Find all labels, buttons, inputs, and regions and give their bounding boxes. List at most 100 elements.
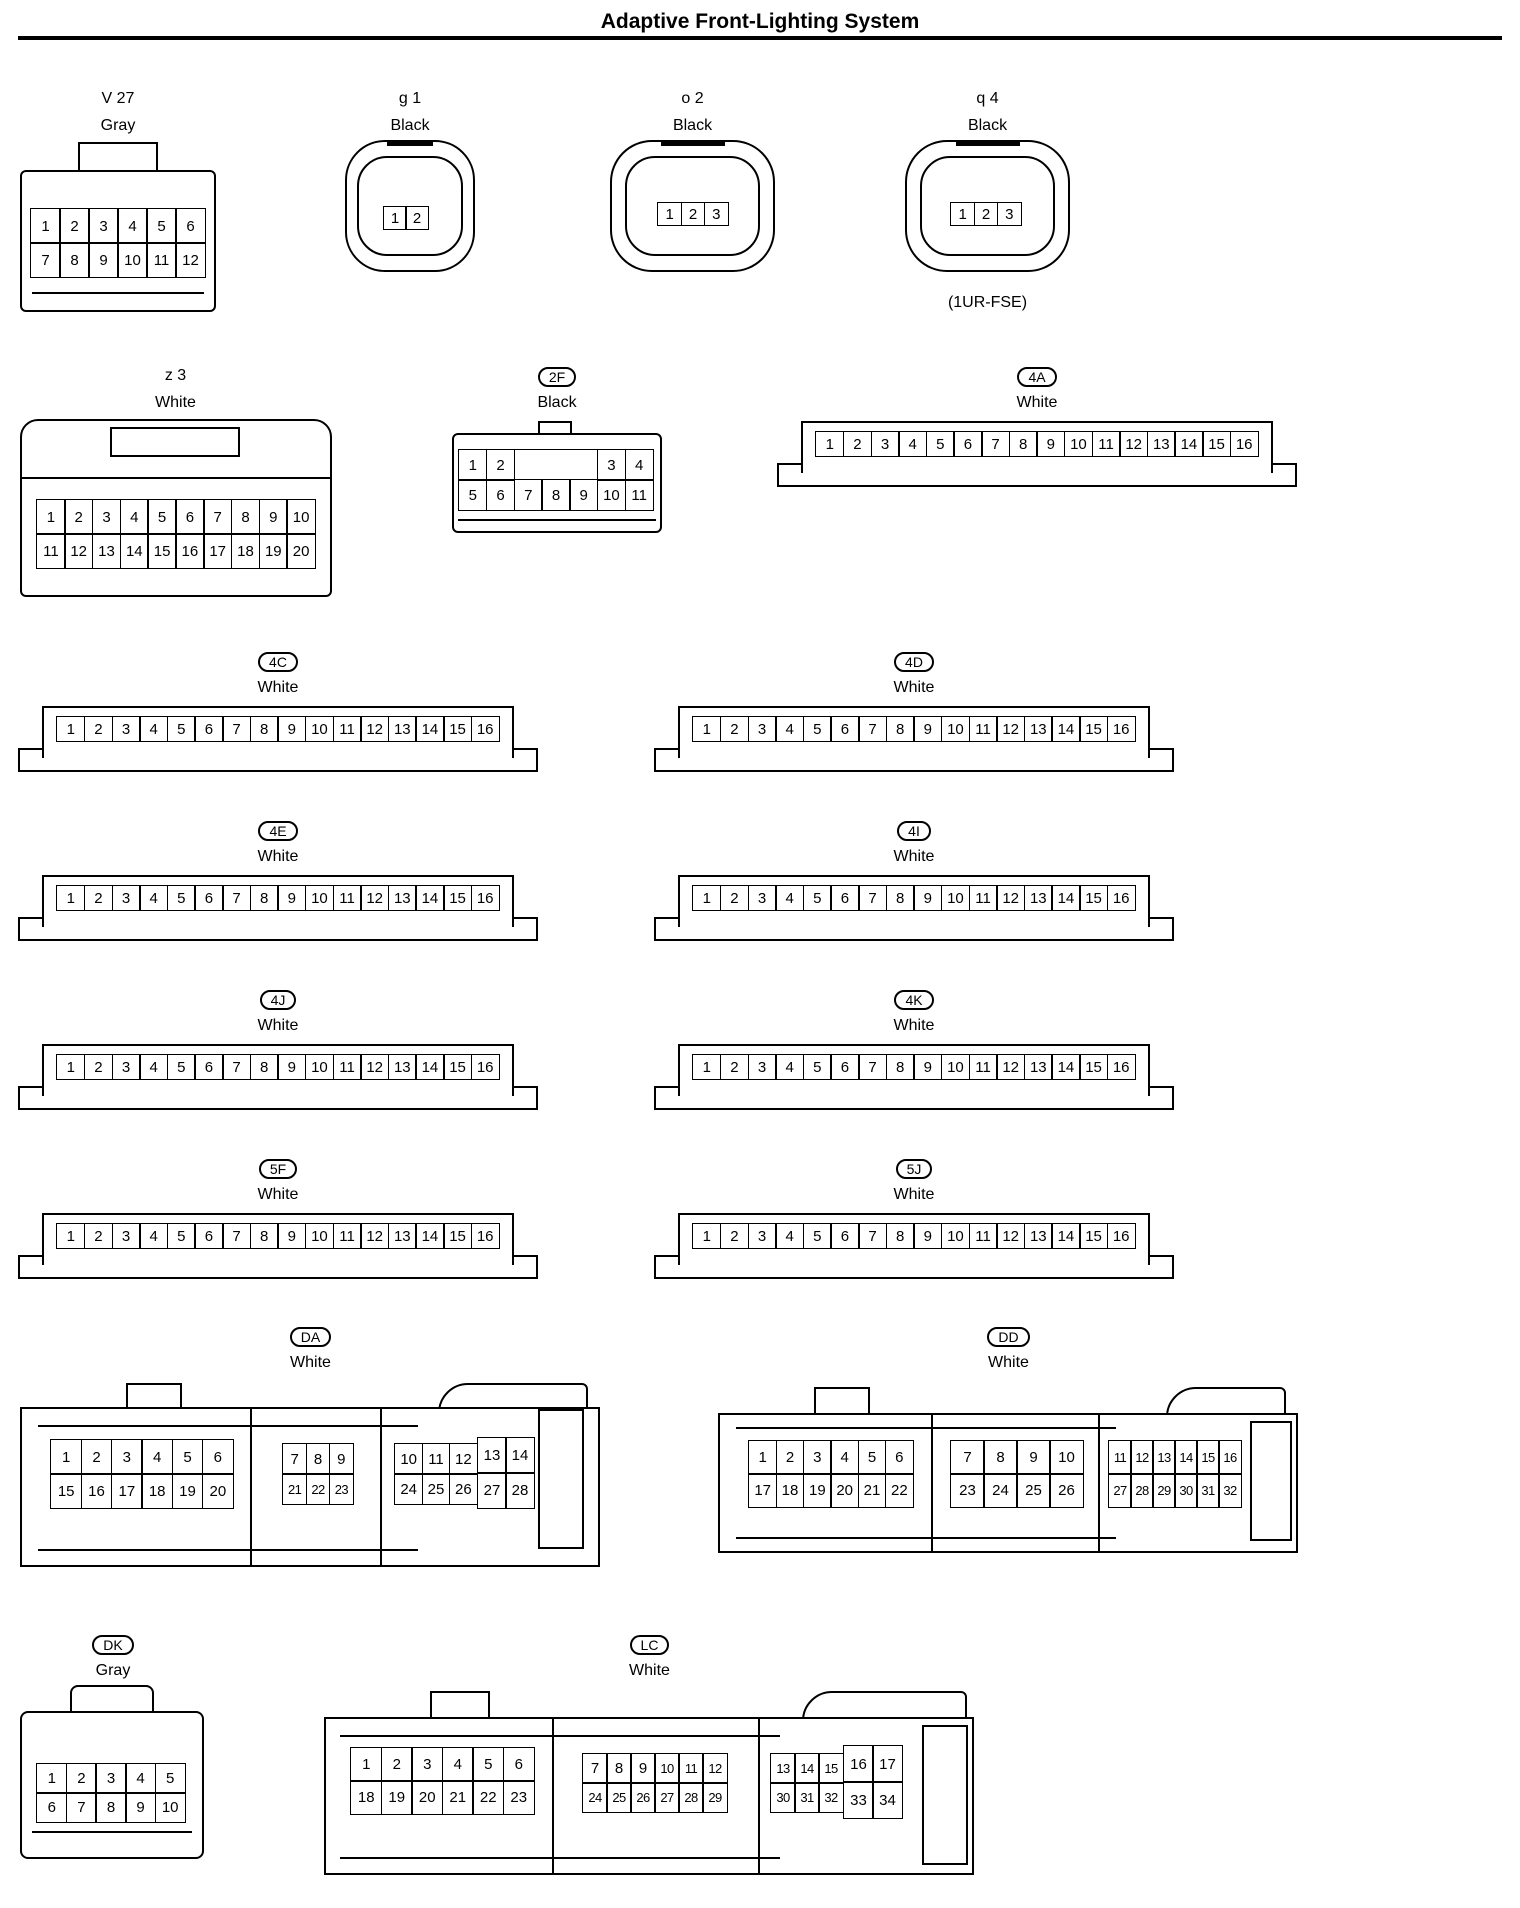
- pin-cell: 13: [1146, 431, 1176, 457]
- pin-cell: 2: [59, 208, 90, 244]
- pin-cell: 12: [996, 716, 1026, 742]
- pin-cell: 6: [194, 1223, 224, 1249]
- pin-cell: 1: [692, 1054, 722, 1080]
- pin-cell: 13: [477, 1437, 507, 1474]
- pin-cell: 6: [830, 1223, 860, 1249]
- pin-cell: 16: [843, 1745, 874, 1783]
- pin-cell: 23: [950, 1473, 985, 1508]
- pin-cell: 1: [748, 1440, 778, 1475]
- pin-cell: 7: [203, 499, 233, 535]
- pin-cell: 30: [770, 1782, 796, 1813]
- pin-cell: 14: [1051, 885, 1081, 911]
- pin-cell: 13: [1023, 1223, 1053, 1249]
- pin-cell: 4: [830, 1440, 860, 1475]
- connector-color: White: [155, 394, 196, 411]
- pin-cell: 15: [443, 1054, 473, 1080]
- pin-cell: 22: [472, 1780, 505, 1815]
- pin-cell: 7: [30, 242, 61, 278]
- pin-cell: 5: [166, 1054, 196, 1080]
- pin-cell: 14: [1051, 1054, 1081, 1080]
- pin-cell: 17: [110, 1473, 143, 1509]
- pin-cell: 12: [360, 716, 390, 742]
- connector-color: White: [988, 1354, 1029, 1371]
- pin-cell: 5: [802, 885, 832, 911]
- pin-cell: 5: [857, 1440, 887, 1475]
- pin-cell: 26: [1049, 1473, 1084, 1508]
- pin-cell: 3: [95, 1763, 127, 1794]
- pin-cell: 6: [830, 1054, 860, 1080]
- connector-code: LC: [629, 1635, 670, 1655]
- pin-cell: 18: [775, 1473, 805, 1508]
- pin-cell: 16: [470, 1054, 500, 1080]
- connector-code: 4E: [258, 821, 298, 841]
- pin-cell: 14: [415, 1223, 445, 1249]
- pin-cell: 9: [277, 1223, 307, 1249]
- pin-cell: 4: [775, 1223, 805, 1249]
- connector-code: DD: [987, 1327, 1030, 1347]
- pin-cell: 3: [996, 202, 1022, 226]
- pin-cell: 3: [111, 716, 141, 742]
- pin-cell: 7: [513, 479, 543, 511]
- pin-cell: 4: [775, 885, 805, 911]
- pin-cell: 2: [973, 202, 999, 226]
- connector-color: White: [257, 1017, 299, 1034]
- pin-cell: 3: [596, 449, 627, 481]
- pin-cell: 1: [36, 1763, 68, 1794]
- pin-cell: 7: [858, 1054, 888, 1080]
- pin-cell: 1: [30, 208, 61, 244]
- pin-cell: 2: [83, 716, 113, 742]
- pin-cell: 11: [332, 1223, 362, 1249]
- pin-cell: 3: [747, 716, 777, 742]
- pin-cell: 10: [940, 1223, 970, 1249]
- pin-cell: 9: [328, 1443, 354, 1475]
- connector-color: White: [893, 1186, 935, 1203]
- connector-code: 4K: [894, 990, 934, 1010]
- pin-cell: 8: [1008, 431, 1038, 457]
- pin-cell: 7: [858, 1223, 888, 1249]
- pin-cell: 11: [1108, 1440, 1132, 1475]
- pin-cell: 13: [387, 716, 417, 742]
- pin-cell: 8: [249, 1054, 279, 1080]
- pin-cell: 11: [332, 716, 362, 742]
- pin-cell: 12: [175, 242, 206, 278]
- pin-cell: 13: [1023, 716, 1053, 742]
- pin-cell: 29: [702, 1782, 728, 1813]
- pin-cell: 15: [1079, 716, 1109, 742]
- pin-cell: 11: [36, 533, 66, 569]
- pin-cell: 7: [858, 716, 888, 742]
- pin-cell: 21: [441, 1780, 474, 1815]
- pin-cell: 25: [1016, 1473, 1051, 1508]
- pin-cell: 5: [458, 479, 488, 511]
- pin-cell: 4: [141, 1439, 174, 1475]
- connector-color: White: [893, 1017, 935, 1034]
- pin-cell: 6: [502, 1747, 535, 1782]
- pin-cell: 2: [719, 1054, 749, 1080]
- pin-cell: 15: [443, 885, 473, 911]
- pin-cell: 1: [50, 1439, 83, 1475]
- pin-cell: 12: [702, 1753, 728, 1784]
- pin-cell: 16: [1229, 431, 1259, 457]
- connector-code: 4I: [897, 821, 931, 841]
- pin-cell: 12: [64, 533, 94, 569]
- pin-cell: 3: [802, 1440, 832, 1475]
- pin-cell: 2: [83, 885, 113, 911]
- pin-cell: 3: [411, 1747, 444, 1782]
- pin-cell: 14: [1174, 1440, 1198, 1475]
- pin-cell: 5: [166, 716, 196, 742]
- pin-cell: 1: [692, 1223, 722, 1249]
- pin-cell: 9: [1016, 1440, 1051, 1475]
- connector-code: g 1: [398, 90, 422, 107]
- pin-cell: 2: [64, 499, 94, 535]
- pin-cell: 7: [222, 716, 252, 742]
- pin-cell: 5: [472, 1747, 505, 1782]
- pin-cell: 13: [770, 1753, 796, 1784]
- pin-cell: 13: [387, 885, 417, 911]
